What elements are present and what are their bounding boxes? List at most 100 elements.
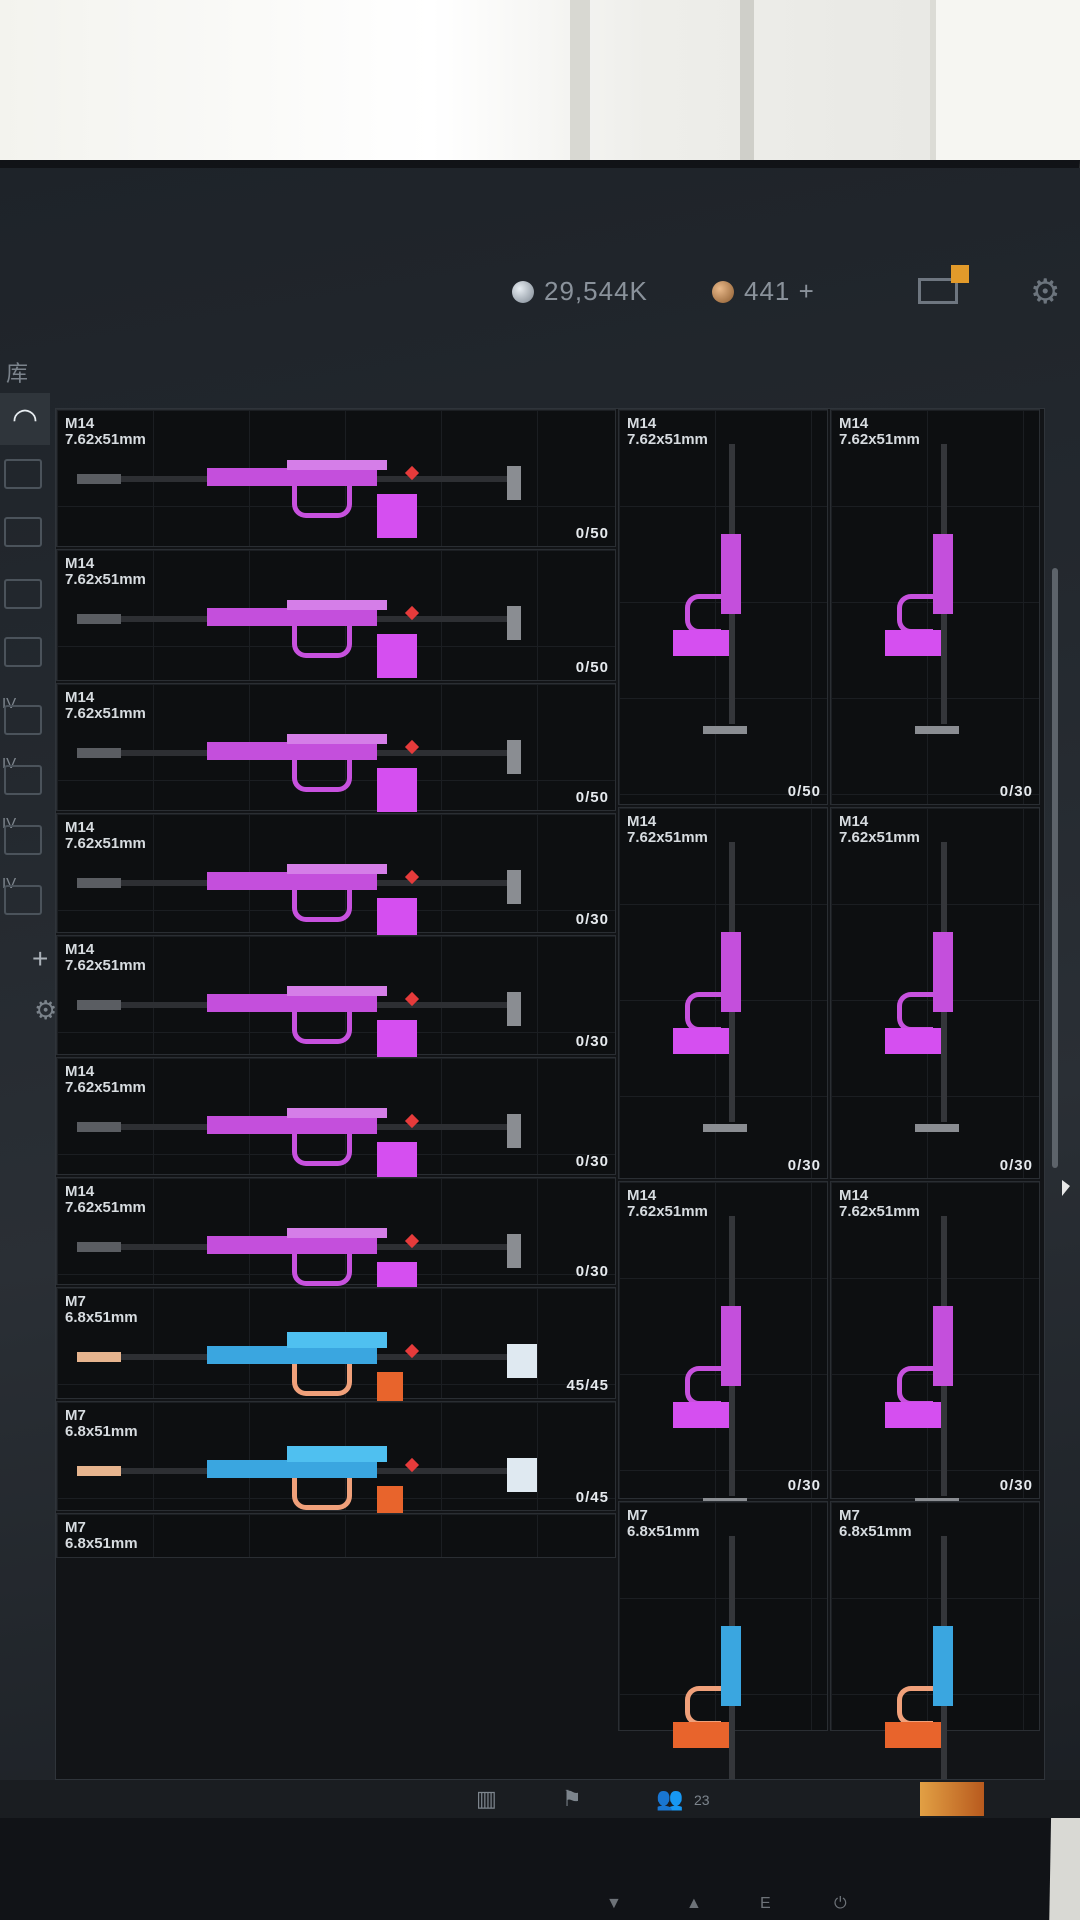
weapon-image xyxy=(875,444,995,744)
ammo-count: 0/30 xyxy=(999,783,1033,800)
category-all-active[interactable]: ◠ xyxy=(0,393,50,445)
weapon-card-vertical[interactable]: M7 6.8x51mm xyxy=(618,1501,828,1779)
weapon-name: M14 xyxy=(65,819,95,836)
avatar[interactable] xyxy=(920,1782,984,1816)
weapon-card[interactable]: M14 7.62x51mm 0/30 xyxy=(56,1057,616,1186)
weapon-caliber: 7.62x51mm xyxy=(65,1199,146,1216)
flag-icon[interactable]: ⚑ xyxy=(562,1786,582,1811)
weapon-name: M14 xyxy=(65,555,95,572)
weapon-name: M7 xyxy=(839,1507,860,1524)
game-screen: 29,544K 441 + ⚙ 库 ◠ IV IV IV IV + ⚙ ▤ ⇅ … xyxy=(0,168,1080,1818)
weapon-image xyxy=(663,1536,783,1779)
weapon-name: M14 xyxy=(65,689,95,706)
monitor-down-button[interactable]: ▼ xyxy=(606,1895,622,1912)
ammo-count: 0/30 xyxy=(575,911,609,928)
weapon-card[interactable]: M7 6.8x51mm 45/45 xyxy=(56,1287,616,1416)
weapon-image xyxy=(875,1216,995,1516)
weapon-image xyxy=(875,842,995,1142)
weapon-image xyxy=(663,1216,783,1516)
weapon-card-vertical[interactable]: M14 7.62x51mm 0/30 xyxy=(618,807,828,1179)
mail-icon[interactable] xyxy=(918,265,969,304)
ammo-count: 0/30 xyxy=(999,1477,1033,1494)
category-pistol-icon[interactable] xyxy=(4,637,42,667)
silver-amount: 29,544K xyxy=(544,276,648,306)
weapon-name: M7 xyxy=(65,1293,86,1310)
weapon-caliber: 7.62x51mm xyxy=(627,829,708,846)
ammo-count: 0/45 xyxy=(575,1489,609,1506)
weapon-card[interactable]: M14 7.62x51mm 0/30 xyxy=(56,1177,616,1306)
category-tier4-d-icon[interactable] xyxy=(4,885,42,915)
category-tier4-a-icon[interactable] xyxy=(4,705,42,735)
gold-coin-icon xyxy=(712,280,734,303)
mail-badge xyxy=(951,265,969,283)
weapon-card-vertical[interactable]: M14 7.62x51mm 0/30 xyxy=(830,807,1040,1179)
weapon-image xyxy=(77,590,557,690)
weapon-caliber: 7.62x51mm xyxy=(839,1203,920,1220)
weapon-image xyxy=(77,450,557,550)
weapon-name: M14 xyxy=(627,813,657,830)
weapon-name: M14 xyxy=(839,1187,869,1204)
weapon-caliber: 7.62x51mm xyxy=(65,957,146,974)
gold-balance[interactable]: 441 + xyxy=(712,276,815,307)
filter-gear-icon[interactable]: ⚙ xyxy=(34,995,58,1025)
weapon-card-vertical[interactable]: M7 6.8x51mm xyxy=(830,1501,1040,1779)
weapon-name: M7 xyxy=(65,1407,86,1424)
category-tier4-c-icon[interactable] xyxy=(4,825,42,855)
library-label: 库 xyxy=(6,361,29,386)
weapon-grid: M14 7.62x51mm 0/50 M14 7.62x51mm 0/50 M1… xyxy=(55,408,1045,1780)
weapon-name: M14 xyxy=(839,813,869,830)
monitor-enter-button[interactable]: E xyxy=(760,1895,771,1912)
weapon-card[interactable]: M7 6.8x51mm 0/45 xyxy=(56,1401,616,1530)
weapon-name: M14 xyxy=(65,1063,95,1080)
silver-balance: 29,544K xyxy=(512,276,648,307)
ammo-count: 0/30 xyxy=(575,1263,609,1280)
add-icon[interactable]: + xyxy=(32,943,49,974)
weapon-caliber: 6.8x51mm xyxy=(65,1309,138,1326)
ammo-count: 0/30 xyxy=(575,1153,609,1170)
ammo-count: 0/50 xyxy=(575,789,609,806)
stats-icon[interactable]: ▥ xyxy=(476,1786,497,1811)
weapon-card[interactable]: M14 7.62x51mm 0/50 xyxy=(56,683,616,812)
window-frame xyxy=(740,0,754,170)
monitor-power-button[interactable]: ⏻ xyxy=(834,1895,847,1912)
weapon-image xyxy=(77,854,557,954)
settings-gear-icon[interactable]: ⚙ xyxy=(1030,273,1061,311)
category-smg-icon[interactable] xyxy=(4,517,42,547)
ammo-count: 0/30 xyxy=(787,1157,821,1174)
weapon-card-vertical[interactable]: M14 7.62x51mm 0/30 xyxy=(830,409,1040,805)
weapon-caliber: 7.62x51mm xyxy=(839,431,920,448)
weapon-card[interactable]: M7 6.8x51mm xyxy=(56,1513,616,1558)
mouse-cursor xyxy=(1062,1180,1070,1196)
weapon-caliber: 7.62x51mm xyxy=(65,705,146,722)
weapon-caliber: 6.8x51mm xyxy=(65,1423,138,1440)
weapon-caliber: 6.8x51mm xyxy=(839,1523,912,1540)
weapon-name: M14 xyxy=(65,1183,95,1200)
weapon-image xyxy=(77,724,557,824)
weapon-caliber: 7.62x51mm xyxy=(65,835,146,852)
weapon-image xyxy=(77,976,557,1076)
weapon-caliber: 6.8x51mm xyxy=(627,1523,700,1540)
weapon-image xyxy=(875,1536,995,1779)
weapon-card-vertical[interactable]: M14 7.62x51mm 0/50 xyxy=(618,409,828,805)
weapon-card-vertical[interactable]: M14 7.62x51mm 0/30 xyxy=(830,1181,1040,1506)
monitor-up-button[interactable]: ▲ xyxy=(686,1895,702,1912)
ammo-count: 0/50 xyxy=(575,659,609,676)
ammo-count: 45/45 xyxy=(566,1377,609,1394)
scrollbar[interactable] xyxy=(1052,568,1058,1168)
friends-icon[interactable]: 👥 xyxy=(656,1786,684,1811)
ammo-count: 0/30 xyxy=(575,1033,609,1050)
window-frame xyxy=(570,0,590,170)
weapon-image xyxy=(663,444,783,744)
weapon-caliber: 7.62x51mm xyxy=(627,1203,708,1220)
category-shotgun-icon[interactable] xyxy=(4,579,42,609)
weapon-card-vertical[interactable]: M14 7.62x51mm 0/30 xyxy=(618,1181,828,1506)
weapon-card[interactable]: M14 7.62x51mm 0/30 xyxy=(56,813,616,942)
weapon-card[interactable]: M14 7.62x51mm 0/30 xyxy=(56,935,616,1064)
category-tier4-b-icon[interactable] xyxy=(4,765,42,795)
weapon-name: M7 xyxy=(627,1507,648,1524)
weapon-card[interactable]: M14 7.62x51mm 0/50 xyxy=(56,409,616,547)
ammo-count: 0/50 xyxy=(575,525,609,542)
bottom-bar: ▥ ⚑ 👥 23 xyxy=(0,1780,1080,1818)
category-rifle-icon[interactable] xyxy=(4,459,42,489)
weapon-card[interactable]: M14 7.62x51mm 0/50 xyxy=(56,549,616,681)
